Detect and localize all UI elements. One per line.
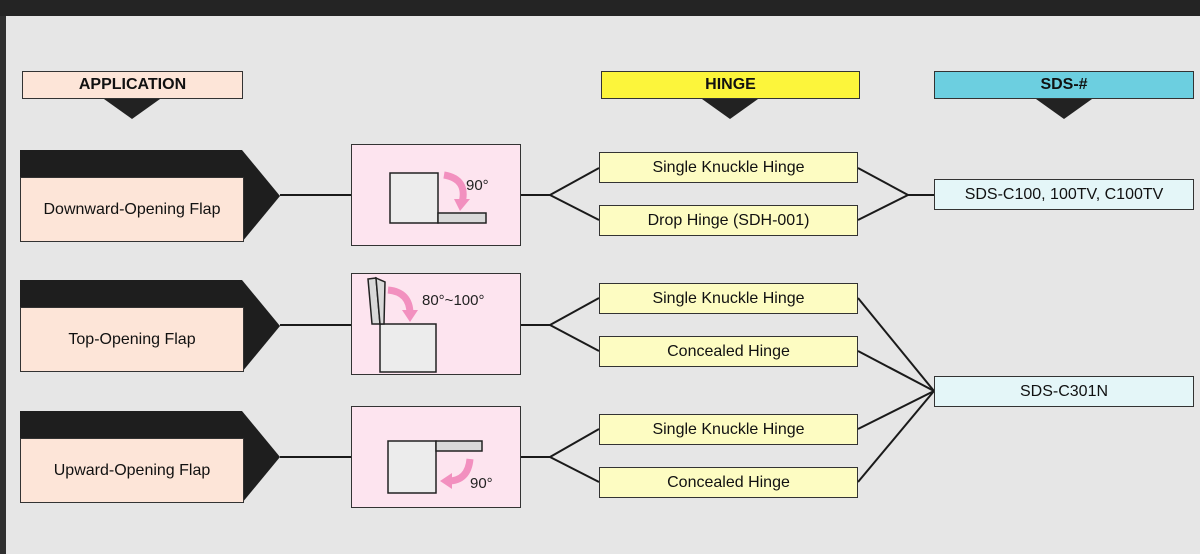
application-label: Upward-Opening Flap — [20, 438, 244, 503]
illustration-top: 80°~100° — [351, 273, 521, 375]
downward-flap-drawing — [389, 171, 487, 224]
hinge-box: Concealed Hinge — [599, 467, 858, 498]
hinge-box: Concealed Hinge — [599, 336, 858, 367]
angle-label: 80°~100° — [422, 292, 485, 309]
application-label: Downward-Opening Flap — [20, 177, 244, 242]
sds-box: SDS-C301N — [934, 376, 1194, 407]
hinge-box: Single Knuckle Hinge — [599, 152, 858, 183]
hinge-box: Single Knuckle Hinge — [599, 283, 858, 314]
top-flap-drawing — [367, 276, 437, 373]
application-upward: Upward-Opening Flap — [20, 411, 280, 503]
left-bar — [0, 16, 6, 554]
application-label: Top-Opening Flap — [20, 307, 244, 372]
application-downward: Downward-Opening Flap — [20, 150, 280, 242]
upward-flap-drawing — [387, 440, 483, 494]
application-header-arrow — [104, 99, 160, 119]
application-header: APPLICATION — [22, 71, 243, 99]
hinge-header: HINGE — [601, 71, 860, 99]
sds-header: SDS-# — [934, 71, 1194, 99]
sds-header-arrow — [1036, 99, 1092, 119]
illustration-downward: 90° — [351, 144, 521, 246]
hinge-header-arrow — [702, 99, 758, 119]
hinge-box: Single Knuckle Hinge — [599, 414, 858, 445]
hinge-box: Drop Hinge (SDH-001) — [599, 205, 858, 236]
angle-label: 90° — [466, 177, 489, 194]
angle-label: 90° — [470, 475, 493, 492]
illustration-upward: 90° — [351, 406, 521, 508]
top-bar — [0, 0, 1200, 16]
application-top: Top-Opening Flap — [20, 280, 280, 372]
sds-box: SDS-C100, 100TV, C100TV — [934, 179, 1194, 210]
